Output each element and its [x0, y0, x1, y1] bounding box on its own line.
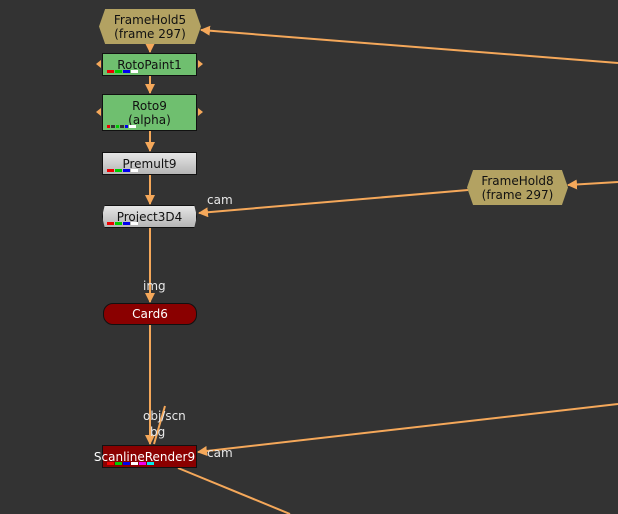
framehold8-title: FrameHold8 [481, 173, 554, 188]
edge-offscreen-framehold5[interactable] [200, 25, 618, 64]
project3d4-channels [107, 222, 138, 225]
rotopaint1-node[interactable]: RotoPaint1 [102, 53, 197, 76]
rotopaint1-channels [107, 70, 138, 73]
scanlinerender9-label: ScanlineRender9 [93, 449, 196, 464]
premult9-channels [107, 169, 138, 172]
project3d4-cam-port-label: cam [207, 193, 233, 207]
scanlinerender9-cam-port-label: cam [207, 446, 233, 460]
card6-img-port-label: img [143, 279, 166, 293]
scanlinerender9-bg-port-label: bg [150, 425, 166, 439]
framehold5-node[interactable]: FrameHold5 (frame 297) [99, 9, 201, 44]
roto9-title: Roto9 [132, 98, 167, 113]
scanlinerender9-node[interactable]: ScanlineRender9 [94, 445, 197, 468]
framehold5-frame: (frame 297) [114, 26, 186, 41]
edge-framehold8-project3d4[interactable] [198, 189, 469, 218]
rotopaint1-left-handle-icon[interactable] [96, 60, 101, 68]
edge-bg-input[interactable] [153, 405, 166, 445]
framehold8-frame: (frame 297) [481, 187, 554, 202]
framehold8-node[interactable]: FrameHold8 (frame 297) [467, 170, 568, 205]
scanlinerender9-obj-port-label: obj/scn [143, 409, 186, 423]
project3d4-label: Project3D4 [116, 209, 183, 224]
roto9-subtitle: (alpha) [128, 112, 171, 127]
roto9-right-handle-icon[interactable] [198, 108, 203, 116]
card6-label: Card6 [132, 307, 168, 321]
roto9-left-handle-icon[interactable] [96, 108, 101, 116]
rotopaint1-label: RotoPaint1 [117, 57, 182, 72]
edge-offscreen-framehold8[interactable] [567, 179, 618, 190]
scanlinerender9-channels [107, 462, 154, 465]
edge-offscreen-scanlinerender9-cam[interactable] [197, 403, 618, 456]
project3d4-node[interactable]: Project3D4 [102, 205, 197, 228]
rotopaint1-right-handle-icon[interactable] [198, 60, 203, 68]
roto9-node[interactable]: Roto9 (alpha) [102, 94, 197, 131]
premult9-node[interactable]: Premult9 [102, 152, 197, 175]
edge-scanlinerender9-output[interactable] [177, 467, 291, 514]
premult9-label: Premult9 [122, 156, 177, 171]
framehold5-title: FrameHold5 [113, 12, 187, 27]
roto9-channels [107, 125, 136, 128]
card6-node[interactable]: Card6 [103, 303, 197, 325]
